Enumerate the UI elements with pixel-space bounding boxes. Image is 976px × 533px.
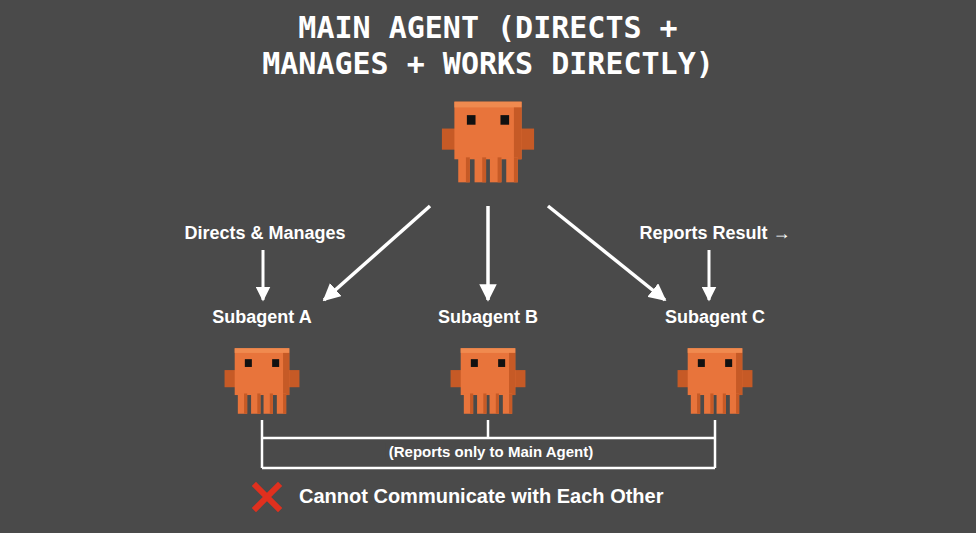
agent-icon bbox=[449, 342, 527, 420]
bracket-note: (Reports only to Main Agent) bbox=[386, 443, 596, 460]
arrow-label: Directs & Manages bbox=[181, 223, 348, 244]
title-heading: MAIN AGENT (DIRECTS + MANAGES + WORKS DI… bbox=[238, 10, 738, 82]
report-bracket bbox=[262, 420, 715, 468]
subagent: Subagent C bbox=[645, 300, 785, 420]
agent-icon bbox=[223, 342, 301, 420]
pointer-arrow bbox=[708, 250, 711, 300]
connector-arrow bbox=[324, 206, 430, 300]
agent-label: Subagent C bbox=[645, 306, 785, 328]
agent-icon bbox=[676, 342, 754, 420]
agent-label: Subagent A bbox=[192, 306, 332, 328]
main-agent: MAIN AGENT (DIRECTS + MANAGES + WORKS DI… bbox=[238, 10, 738, 190]
agent-label: Subagent B bbox=[418, 306, 558, 328]
connector-arrow bbox=[548, 206, 665, 300]
red-x-icon bbox=[256, 486, 278, 508]
warning-note: Cannot Communicate with Each Other bbox=[296, 485, 666, 508]
arrow-label: Reports Result → bbox=[636, 223, 793, 244]
subagent: Subagent B bbox=[418, 300, 558, 420]
agent-icon bbox=[440, 94, 536, 190]
subagent: Subagent A bbox=[192, 300, 332, 420]
connector-arrow bbox=[486, 206, 490, 300]
pointer-arrow bbox=[262, 250, 265, 300]
